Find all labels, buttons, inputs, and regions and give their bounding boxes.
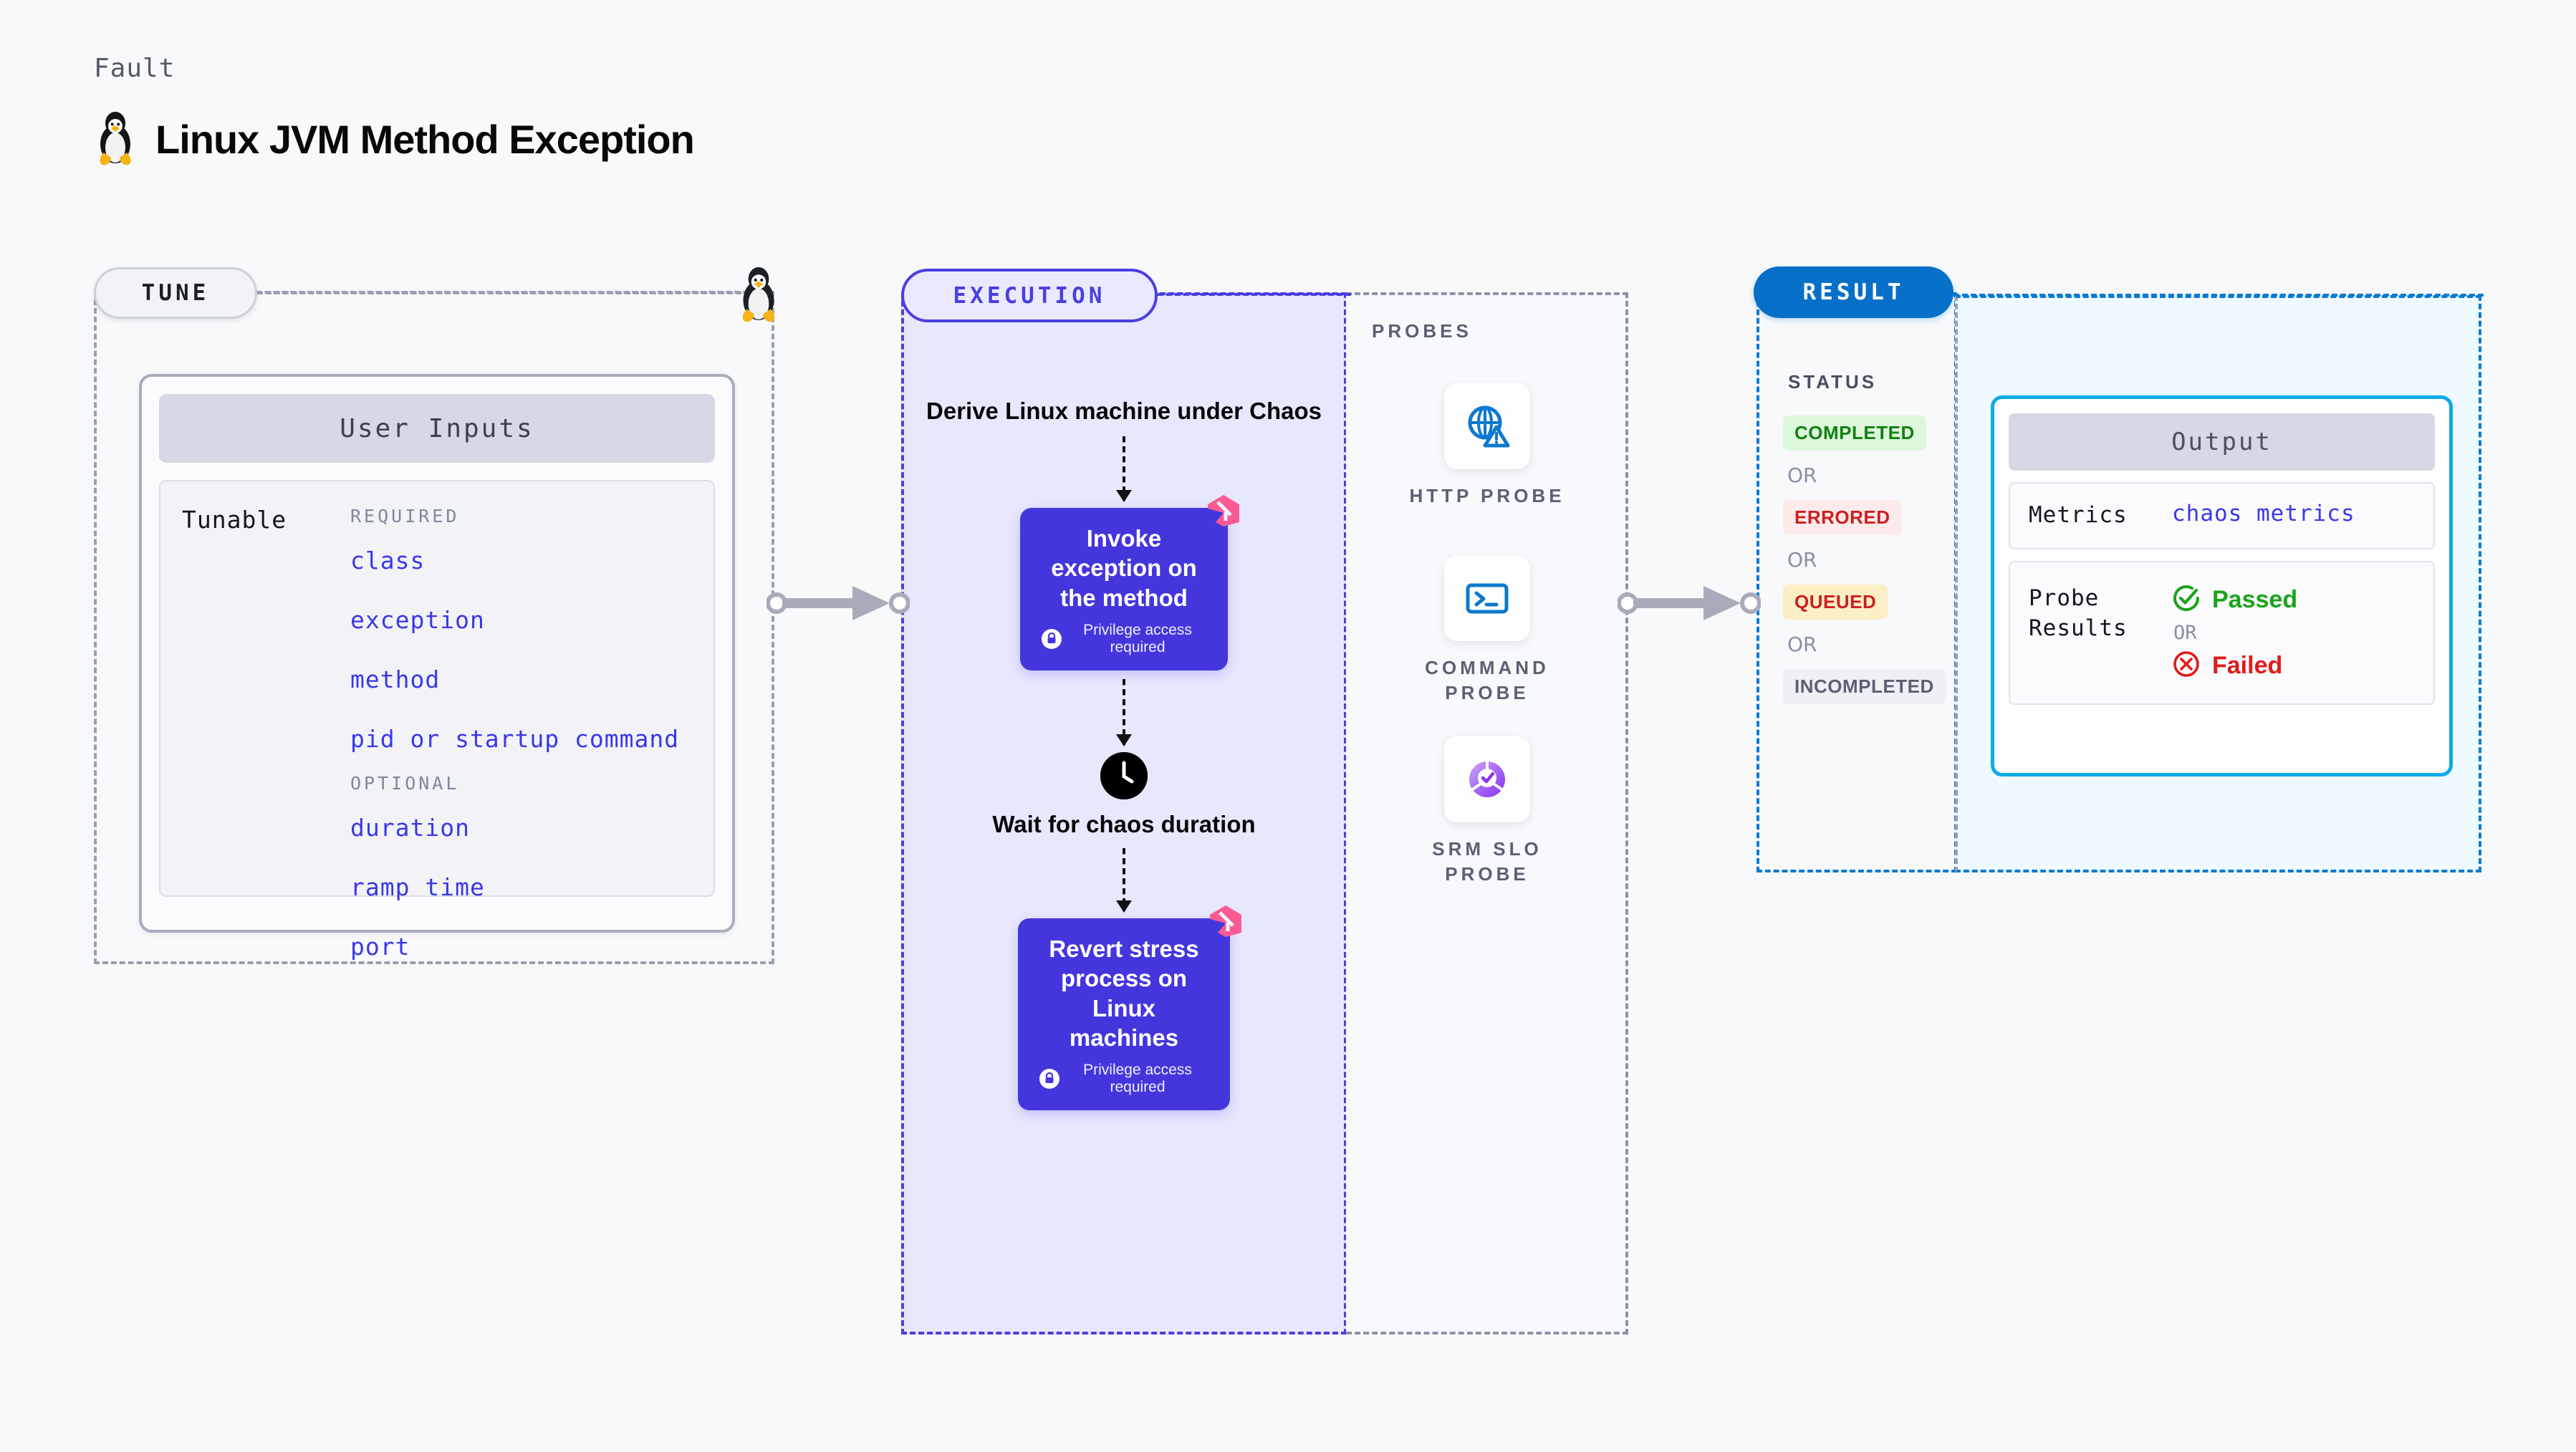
execution-connector-line xyxy=(1158,293,1351,296)
probes-title: PROBES xyxy=(1372,320,1472,342)
execution-step-derive-caption: Derive Linux machine under Chaos xyxy=(926,398,1322,424)
chaos-card-note: Privilege access required xyxy=(1083,1061,1192,1095)
execution-pill[interactable]: EXECUTION xyxy=(901,269,1158,322)
tunable-section: Tunable REQUIRED class exception method … xyxy=(159,480,715,961)
flow-arrow-1 xyxy=(1116,436,1132,502)
tune-pill[interactable]: TUNE xyxy=(94,267,257,319)
chaos-card-title: Invoke exception on the method xyxy=(1051,524,1197,612)
litmus-logo-icon xyxy=(1203,491,1244,531)
terminal-icon xyxy=(1444,555,1530,641)
page-title-row: Linux JVM Method Exception xyxy=(94,111,695,167)
probe-srm-slo[interactable]: SRM SLO PROBE xyxy=(1387,736,1587,887)
x-circle-icon xyxy=(2172,650,2201,682)
execution-flow: Derive Linux machine under Chaos Invoke … xyxy=(901,292,1347,1335)
status-badge-errored: ERRORED xyxy=(1783,500,1902,535)
output-metrics-value[interactable]: chaos metrics xyxy=(2172,501,2355,527)
probe-label: SRM SLO PROBE xyxy=(1432,838,1542,885)
page-section-label: Fault xyxy=(94,54,176,83)
tunable-field-method[interactable]: method xyxy=(350,665,441,693)
arrow-execution-to-result xyxy=(1617,582,1762,628)
tunable-field-pid-or-startup-command[interactable]: pid or startup command xyxy=(350,725,680,753)
status-badge-queued: QUEUED xyxy=(1783,585,1888,620)
status-or-1: OR xyxy=(1787,463,1817,487)
arrow-tune-to-execution xyxy=(766,582,910,628)
probe-command[interactable]: COMMAND PROBE xyxy=(1387,555,1587,706)
execution-step-wait-caption: Wait for chaos duration xyxy=(992,810,1256,837)
execution-step-revert-stress-card[interactable]: Revert stress process on Linux machines … xyxy=(1018,905,1241,1110)
tunable-field-duration[interactable]: duration xyxy=(350,814,470,842)
output-metrics-row: Metrics chaos metrics xyxy=(2009,482,2435,549)
lock-icon xyxy=(1039,1068,1059,1089)
output-probe-results-row: Probe Results Passed OR xyxy=(2009,560,2435,705)
linux-tux-icon xyxy=(736,266,781,327)
probe-result-failed: Failed xyxy=(2172,650,2297,682)
tunable-field-ramp-time[interactable]: ramp time xyxy=(350,873,485,901)
tunable-label: Tunable xyxy=(182,506,287,534)
status-or-2: OR xyxy=(1787,548,1817,572)
tunable-field-port[interactable]: port xyxy=(350,933,410,961)
lock-icon xyxy=(1042,628,1062,649)
chaos-card-title: Revert stress process on Linux machines xyxy=(1049,935,1199,1052)
user-inputs-card: User Inputs Tunable REQUIRED class excep… xyxy=(139,374,735,961)
tune-connector-line xyxy=(257,292,759,294)
slo-donut-check-icon xyxy=(1444,736,1530,822)
flow-arrow-2 xyxy=(1116,678,1132,746)
status-title: STATUS xyxy=(1788,371,1878,393)
output-metrics-label: Metrics xyxy=(2029,502,2128,528)
probe-result-passed-label: Passed xyxy=(2212,585,2298,613)
output-title: Output xyxy=(2009,413,2435,471)
result-pill[interactable]: RESULT xyxy=(1754,266,1953,318)
required-group-label: REQUIRED xyxy=(350,506,460,527)
litmus-logo-icon xyxy=(1206,901,1246,941)
clock-icon xyxy=(1100,751,1148,799)
probe-result-failed-label: Failed xyxy=(2212,651,2283,679)
globe-warning-icon xyxy=(1444,383,1530,469)
status-or-3: OR xyxy=(1787,633,1817,656)
probe-http[interactable]: HTTP PROBE xyxy=(1387,383,1587,509)
probe-result-passed: Passed xyxy=(2172,584,2297,616)
optional-group-label: OPTIONAL xyxy=(350,773,460,794)
probe-label: HTTP PROBE xyxy=(1409,485,1565,506)
status-badge-incompleted: INCOMPLETED xyxy=(1783,669,1946,704)
result-connector-line xyxy=(1953,294,2484,297)
probe-label: COMMAND PROBE xyxy=(1425,657,1549,704)
output-probe-results-label: Probe Results xyxy=(2029,585,2128,641)
check-circle-icon xyxy=(2172,584,2201,616)
flow-arrow-3 xyxy=(1116,847,1132,913)
linux-tux-icon xyxy=(94,111,137,167)
tunable-field-class[interactable]: class xyxy=(350,547,426,574)
probe-result-or: OR xyxy=(2173,621,2197,644)
tunable-field-exception[interactable]: exception xyxy=(350,606,485,634)
page-title: Linux JVM Method Exception xyxy=(155,116,695,162)
status-badge-completed: COMPLETED xyxy=(1783,415,1926,451)
output-card: Output Metrics chaos metrics Probe Resul… xyxy=(1991,395,2453,777)
execution-step-invoke-exception-card[interactable]: Invoke exception on the method Privilege… xyxy=(1020,494,1239,670)
chaos-card-note: Privilege access required xyxy=(1083,621,1192,655)
status-list: COMPLETED OR ERRORED OR QUEUED OR INCOMP… xyxy=(1783,415,1955,704)
user-inputs-title: User Inputs xyxy=(159,394,715,463)
